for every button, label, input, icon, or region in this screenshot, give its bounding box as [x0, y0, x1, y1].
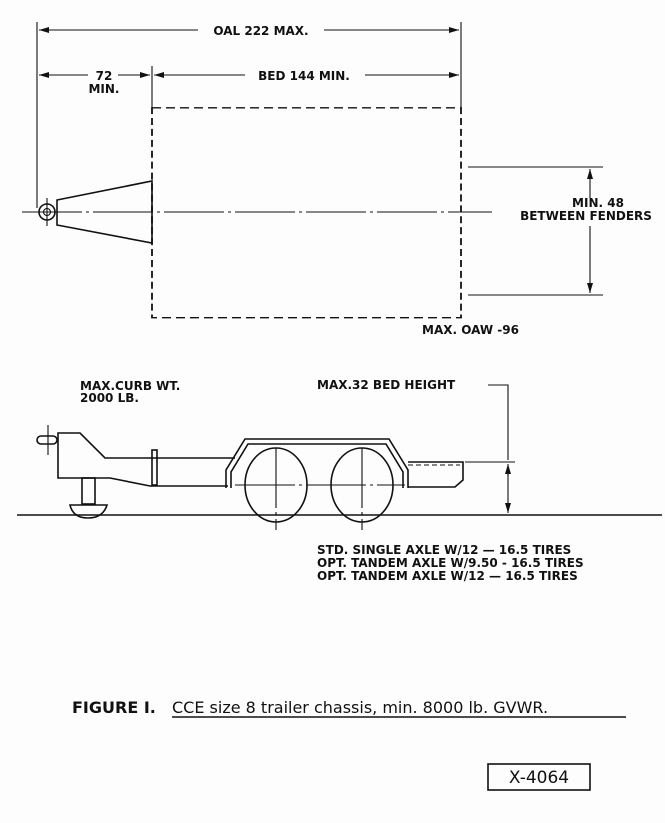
tire-option-2: OPT. TANDEM AXLE W/9.50 - 16.5 TIRES — [317, 556, 584, 570]
tongue-top — [57, 432, 235, 459]
fender-label-line2: BETWEEN FENDERS — [520, 209, 652, 223]
curb-weight-line1: MAX.CURB WT. — [80, 379, 180, 393]
tongue — [56, 180, 153, 244]
rear-bed — [408, 461, 464, 488]
tongue-length-unit: MIN. — [88, 82, 119, 96]
fender-label-line1: MIN. 48 — [572, 196, 624, 210]
bed-length-label: BED 144 MIN. — [258, 69, 350, 83]
drawing-number-border — [487, 763, 591, 791]
oal-label: OAL 222 MAX. — [213, 24, 308, 38]
fender-outer — [225, 438, 409, 488]
hitch-side — [36, 435, 58, 445]
tongue-length-value: 72 — [96, 69, 113, 83]
drawing-number-box: X-4064 — [487, 763, 591, 791]
bed-height-label: MAX.32 BED HEIGHT — [317, 378, 456, 392]
caption-text: CCE size 8 trailer chassis, min. 8000 lb… — [172, 698, 548, 717]
fender-inner — [230, 443, 404, 488]
bed-height-leader — [488, 384, 509, 460]
bed-plate — [151, 449, 158, 486]
oaw-label: MAX. OAW -96 — [422, 323, 519, 337]
plan-view: OAL 222 MAX. 72 MIN. BED 144 MIN. MIN. 4… — [22, 22, 652, 337]
curb-weight-line2: 2000 LB. — [80, 391, 139, 405]
side-view: MAX.CURB WT. 2000 LB. MAX.32 BED HEIGHT … — [17, 378, 662, 583]
tire-option-1: STD. SINGLE AXLE W/12 — 16.5 TIRES — [317, 543, 571, 557]
figure-caption: FIGURE I. CCE size 8 trailer chassis, mi… — [72, 698, 626, 718]
jack-foot — [68, 504, 109, 519]
tongue-bottom — [57, 455, 228, 487]
jack-post — [81, 477, 96, 505]
tire-option-3: OPT. TANDEM AXLE W/12 — 16.5 TIRES — [317, 569, 578, 583]
drawing-number: X-4064 — [509, 768, 569, 788]
caption-prefix: FIGURE I. — [72, 698, 156, 717]
bed-outline — [151, 107, 462, 319]
